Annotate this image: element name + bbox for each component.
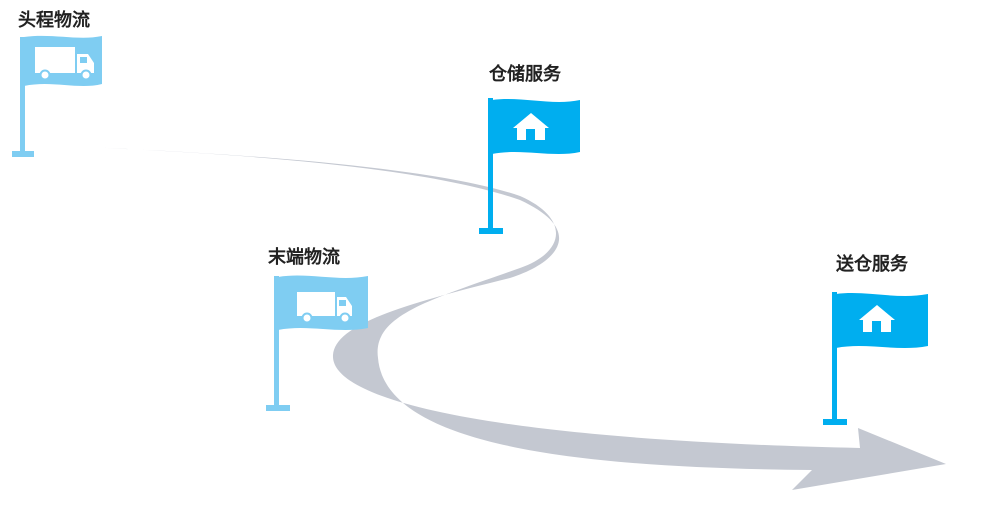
stage-label-first-mile: 头程物流 [18, 10, 90, 31]
flag-pole-base [12, 151, 34, 157]
flag-pole [832, 292, 837, 422]
house-icon [513, 113, 549, 140]
stage-label-warehouse: 仓储服务 [489, 64, 561, 85]
flag-delivery-to-warehouse [823, 292, 928, 425]
stage-label-delivery-to-warehouse: 送仓服务 [836, 254, 908, 275]
flag-pole [274, 276, 279, 408]
flag-warehouse [479, 98, 580, 234]
house-icon [859, 305, 895, 332]
flag-pole [488, 98, 493, 230]
stage-label-last-mile: 末端物流 [268, 247, 340, 268]
flag-pole-base [266, 405, 290, 411]
flag-last-mile [266, 275, 368, 411]
truck-icon [297, 292, 352, 324]
flag-pole-base [823, 419, 847, 425]
flow-path [35, 145, 946, 490]
flag-pole-base [479, 228, 503, 234]
truck-icon [35, 47, 94, 81]
flag-first-mile [12, 35, 102, 157]
flag-pole [20, 37, 25, 152]
flow-path-body [35, 145, 946, 490]
